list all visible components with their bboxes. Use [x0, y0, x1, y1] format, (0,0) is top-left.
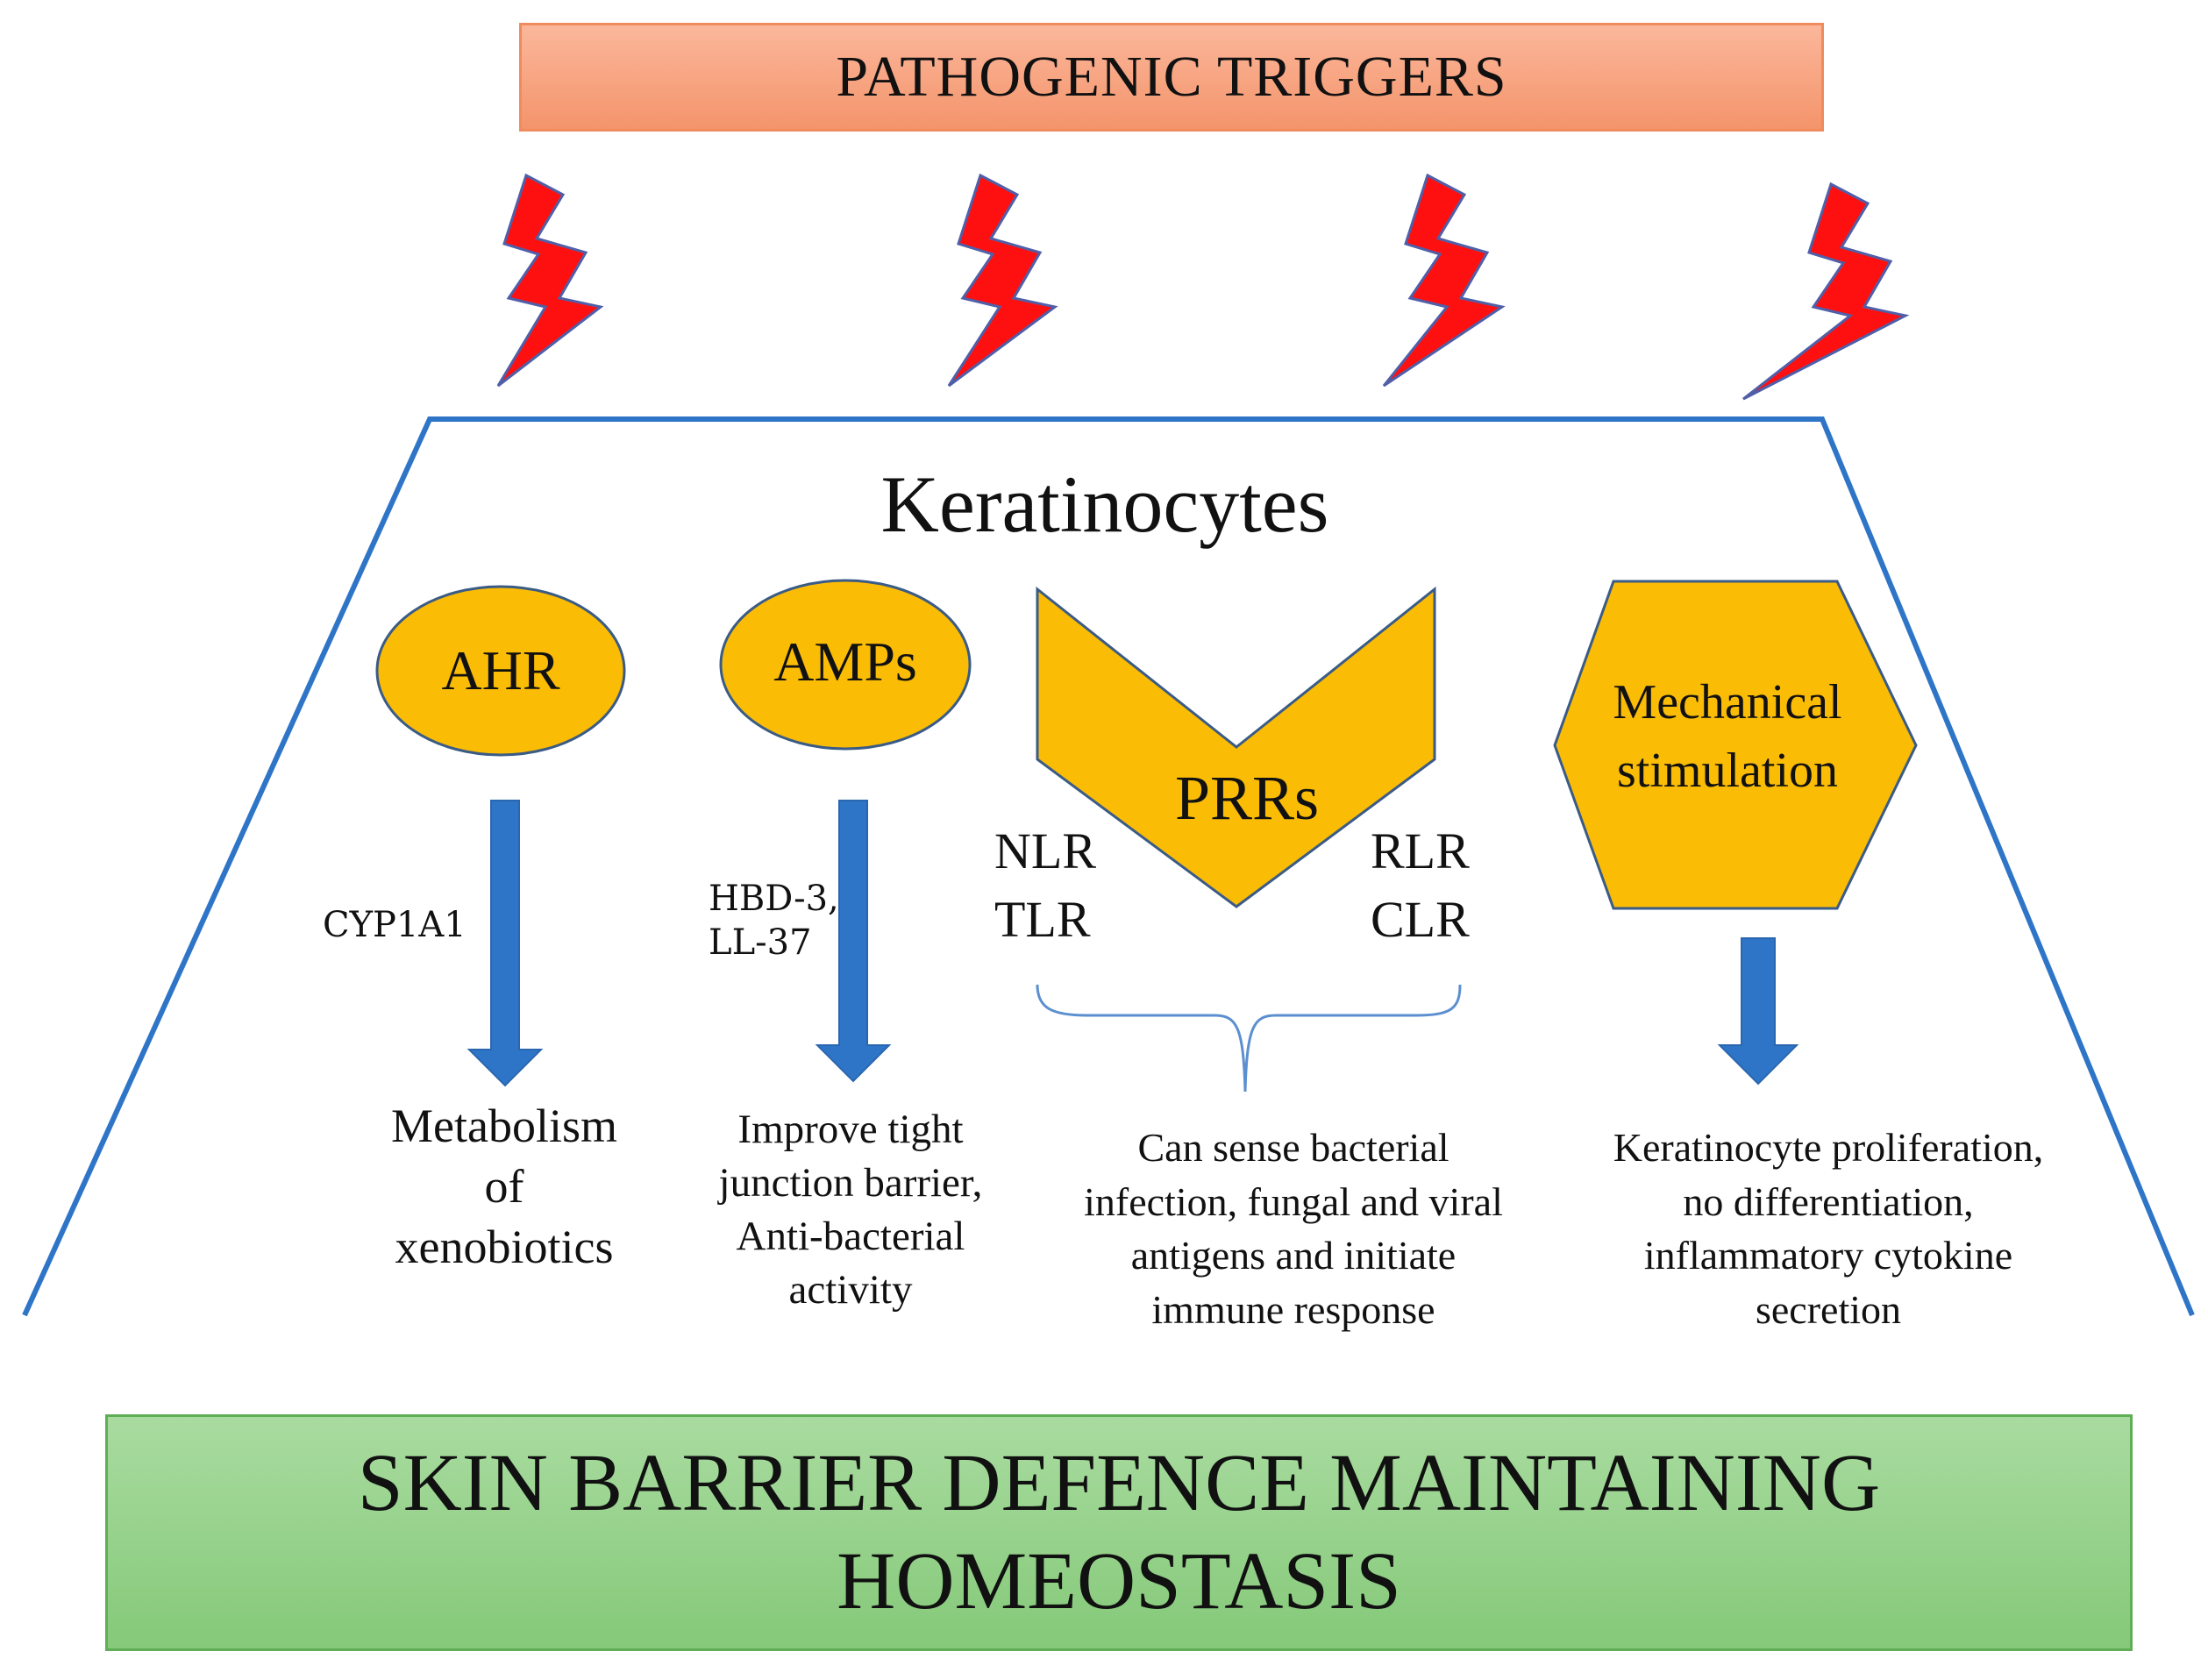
outcome-line: junction barrier, [718, 1160, 983, 1207]
outcome-line: immune response [1151, 1286, 1435, 1332]
mechanical-label-line: Mechanical [1613, 674, 1842, 730]
outcome-line: Keratinocyte proliferation, [1613, 1125, 2044, 1170]
homeostasis-line: HOMEOSTASIS [837, 1536, 1401, 1627]
pathogenic-triggers-banner: PATHOGENIC TRIGGERS [519, 23, 1824, 132]
lightning-bolts [496, 173, 1910, 401]
outcome-line: activity [788, 1267, 913, 1313]
prrs-node [1036, 586, 1436, 908]
prrs-brace [1036, 984, 1462, 1093]
prrs-label: PRRs [1174, 762, 1320, 833]
homeostasis-banner: SKIN BARRIER DEFENCE MAINTAINING HOMEOST… [105, 1414, 2133, 1651]
receptor-label: RLR [1371, 822, 1470, 879]
arrows [467, 800, 1799, 1087]
outcome-line: of [484, 1160, 524, 1214]
lightning-bolt-icon [1382, 173, 1506, 388]
mechanical-node [1553, 580, 1918, 910]
ahr-mediator: CYP1A1 [323, 905, 467, 945]
receptor-label: TLR [994, 891, 1091, 949]
pathogenic-triggers-text: PATHOGENIC TRIGGERS [836, 45, 1507, 109]
receptor-label: NLR [994, 822, 1096, 879]
amps-label: AMPs [773, 630, 917, 693]
outcome-line: infection, fungal and viral [1084, 1178, 1503, 1224]
lightning-bolt-icon [947, 173, 1058, 388]
mechanical-stimulation-label: Mechanical stimulation [1561, 662, 1894, 811]
prrs-receptors-left: NLR TLR [994, 817, 1096, 955]
outcome-line: Metabolism [391, 1100, 617, 1152]
mechanical-outcome: Keratinocyte proliferation, no different… [1561, 1121, 2096, 1337]
ahr-label: AHR [441, 639, 560, 701]
amps-outcome: Improve tight junction barrier, Anti-bac… [666, 1103, 1035, 1317]
prrs-outcome: Can sense bacterial infection, fungal an… [1030, 1121, 1556, 1337]
outcome-line: xenobiotics [395, 1221, 614, 1274]
down-arrow-icon [1717, 937, 1799, 1086]
homeostasis-line: SKIN BARRIER DEFENCE MAINTAINING [357, 1438, 1881, 1529]
amps-mediator: HBD-3, LL-37 [709, 877, 839, 965]
outcome-line: Can sense bacterial [1137, 1125, 1449, 1170]
ahr-outcome: Metabolism of xenobiotics [333, 1096, 675, 1278]
mechanical-label-line: stimulation [1617, 744, 1838, 798]
lightning-bolt-icon [496, 173, 604, 388]
ahr-node [375, 585, 626, 757]
receptor-label: CLR [1371, 891, 1470, 949]
keratinocytes-title: Keratinocytes [880, 459, 1329, 549]
outcome-line: no differentiation, [1683, 1178, 1974, 1224]
prrs-receptors-right: RLR CLR [1371, 817, 1470, 955]
outcome-line: secretion [1755, 1286, 1902, 1332]
outcome-line: inflammatory cytokine [1643, 1233, 2013, 1278]
outcome-line: antigens and initiate [1130, 1233, 1457, 1278]
outcome-line: Anti-bacterial [736, 1214, 965, 1260]
amps-mediator-line: HBD-3, [709, 879, 839, 919]
amps-mediator-line: LL-37 [709, 922, 812, 963]
down-arrow-icon [467, 800, 544, 1087]
keratinocyte-outline [22, 416, 2195, 1317]
amps-node [719, 579, 972, 751]
lightning-bolt-icon [1742, 182, 1910, 401]
outcome-line: Improve tight [737, 1107, 964, 1152]
down-arrow-icon [815, 800, 892, 1083]
